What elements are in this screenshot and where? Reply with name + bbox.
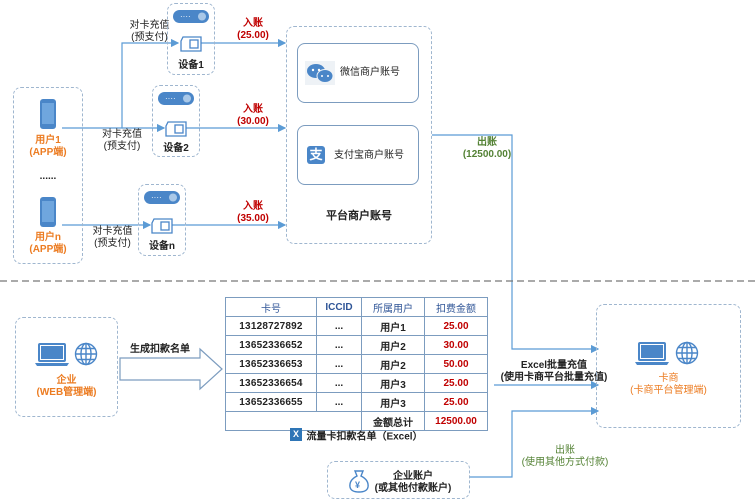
- user1-client: (APP端): [29, 147, 67, 158]
- flow-account-payout: [470, 406, 600, 478]
- col-header-card-number: 卡号: [225, 297, 317, 317]
- users-group: [13, 87, 83, 264]
- wechat-merchant-label: 微信商户账号: [340, 67, 400, 78]
- alipay-merchant-label: 支付宝商户账号: [334, 150, 404, 161]
- svg-text:····: ····: [180, 12, 191, 21]
- wechat-icon: [305, 61, 335, 85]
- card-number-cell: 13652336654: [225, 373, 317, 393]
- card-number-cell: 13652336652: [225, 335, 317, 355]
- table-row: 13652336652 ... 用户2 30.00: [225, 335, 488, 355]
- card-number-cell: 13652336653: [225, 354, 317, 374]
- phone-icon: [40, 99, 56, 129]
- table-row: 13128727892 ... 用户1 25.00: [225, 316, 488, 336]
- platform-merchant-group: [286, 26, 432, 244]
- col-header-iccid: ICCID: [316, 297, 362, 317]
- laptop-icon: [635, 342, 669, 365]
- owner-cell: 用户2: [361, 335, 425, 355]
- iccid-cell: ...: [316, 335, 362, 355]
- sim-card-icon: [180, 36, 202, 52]
- svg-text:¥: ¥: [355, 480, 360, 490]
- device2-node[interactable]: ···· 设备2: [152, 85, 200, 157]
- owner-cell: 用户3: [361, 373, 425, 393]
- amount-cell: 25.00: [424, 392, 488, 412]
- device-n-income-label: 入账(35.00): [237, 201, 269, 224]
- generate-arrow: [119, 347, 223, 391]
- amount-cell: 25.00: [424, 373, 488, 393]
- card-number-cell: 13652336655: [225, 392, 317, 412]
- other-payout-label: 出账(使用其他方式付款): [521, 445, 609, 468]
- batch-topup-label: Excel批量充值(使用卡商平台批量充值): [500, 360, 608, 383]
- generate-list-label: 生成扣款名单: [130, 344, 190, 355]
- usern-node[interactable]: 用户n (APP端): [13, 196, 83, 256]
- excel-file-icon: X: [290, 428, 302, 442]
- usern-client: (APP端): [29, 244, 67, 255]
- carrier-node[interactable]: 卡商 (卡商平台管理端): [596, 304, 741, 428]
- carrier-client: (卡商平台管理端): [630, 385, 707, 396]
- carrier-name: 卡商: [658, 373, 679, 384]
- svg-text:····: ····: [165, 94, 176, 103]
- total-value-cell: 12500.00: [424, 411, 488, 431]
- amount-cell: 50.00: [424, 354, 488, 374]
- device1-node[interactable]: ···· 设备1: [167, 3, 215, 75]
- alipay-icon: 支: [307, 146, 325, 164]
- table-header-row: 卡号 ICCID 所属用户 扣费金额: [225, 297, 488, 317]
- usern-name: 用户n: [34, 232, 62, 243]
- platform-merchant-title: 平台商户账号: [326, 210, 392, 222]
- router-icon: ····: [144, 191, 180, 204]
- table-row: 13652336655 ... 用户3 25.00: [225, 392, 488, 412]
- users-ellipsis: ......: [39, 171, 57, 182]
- device1-income-label: 入账(25.00): [237, 18, 269, 41]
- router-icon: ····: [158, 92, 194, 105]
- enterprise-account-label: 企业账户(或其他付款账户): [374, 471, 452, 494]
- wechat-merchant-account[interactable]: 微信商户账号: [297, 43, 419, 103]
- iccid-cell: ...: [316, 316, 362, 336]
- excel-file-name: 流量卡扣款名单（Excel）: [306, 431, 423, 443]
- iccid-cell: ...: [316, 354, 362, 374]
- excel-file-caption[interactable]: X 流量卡扣款名单（Excel）: [290, 426, 423, 443]
- svg-text:····: ····: [151, 193, 162, 202]
- col-header-amount: 扣费金额: [424, 297, 488, 317]
- laptop-icon: [35, 343, 69, 366]
- user1-name: 用户1: [35, 135, 61, 146]
- deduction-table: 卡号 ICCID 所属用户 扣费金额 13128727892 ... 用户1 2…: [225, 297, 488, 431]
- device2-name: 设备2: [163, 143, 189, 154]
- flow-platform-payout: [432, 134, 600, 354]
- globe-icon: [675, 341, 699, 365]
- owner-cell: 用户2: [361, 354, 425, 374]
- device2-income-label: 入账(30.00): [237, 104, 269, 127]
- flow-user1-device1: [62, 38, 180, 129]
- enterprise-account-node[interactable]: ¥ 企业账户(或其他付款账户): [327, 461, 470, 499]
- enterprise-node[interactable]: 企业 (WEB管理端): [15, 317, 118, 417]
- table-row: 13652336653 ... 用户2 50.00: [225, 354, 488, 374]
- iccid-cell: ...: [316, 373, 362, 393]
- sim-card-icon: [151, 218, 173, 234]
- col-header-owner: 所属用户: [361, 297, 425, 317]
- table-total-row: 金额总计 12500.00: [225, 411, 488, 431]
- owner-cell: 用户3: [361, 392, 425, 412]
- device-n-node[interactable]: ···· 设备n: [138, 184, 186, 256]
- total-label-cell: 金额总计: [361, 411, 425, 431]
- platform-payout-label: 出账(12500.00): [462, 137, 512, 160]
- globe-icon: [74, 342, 98, 366]
- alipay-merchant-account[interactable]: 支 支付宝商户账号: [297, 125, 419, 185]
- device1-name: 设备1: [178, 60, 204, 71]
- table-row: 13652336654 ... 用户3 25.00: [225, 373, 488, 393]
- user1-node[interactable]: 用户1 (APP端): [13, 98, 83, 159]
- device-n-topup-label: 对卡充值(预支付): [92, 226, 133, 249]
- enterprise-name: 企业: [56, 375, 77, 386]
- sim-card-icon: [165, 121, 187, 137]
- iccid-cell: ...: [316, 392, 362, 412]
- money-bag-icon: ¥: [349, 470, 369, 493]
- amount-cell: 30.00: [424, 335, 488, 355]
- device2-topup-label: 对卡充值(预支付): [102, 129, 142, 152]
- router-icon: ····: [173, 10, 209, 23]
- enterprise-client: (WEB管理端): [36, 387, 97, 398]
- phone-icon: [40, 197, 56, 227]
- card-number-cell: 13128727892: [225, 316, 317, 336]
- amount-cell: 25.00: [424, 316, 488, 336]
- device1-topup-label: 对卡充值(预支付): [129, 20, 170, 43]
- device-n-name: 设备n: [148, 241, 176, 252]
- owner-cell: 用户1: [361, 316, 425, 336]
